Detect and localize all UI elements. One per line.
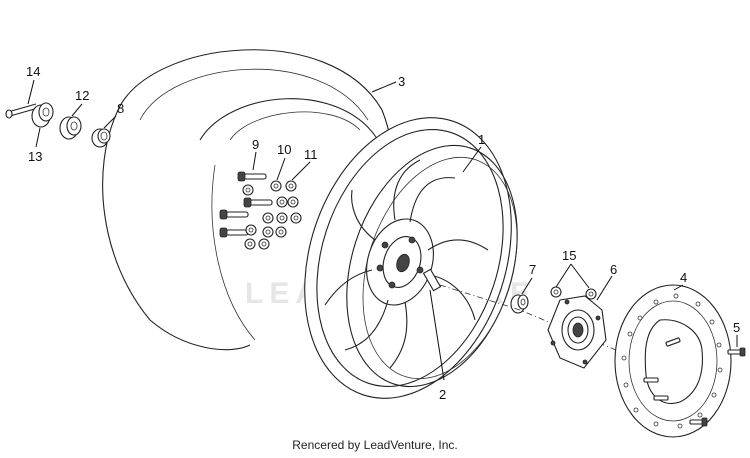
callout-14: 14 bbox=[26, 64, 40, 79]
bolt bbox=[243, 197, 273, 208]
disc-bolt bbox=[653, 395, 669, 401]
spacer bbox=[91, 128, 111, 148]
disc-bolts bbox=[643, 337, 746, 427]
disc-bolt bbox=[665, 337, 681, 347]
axle-parts bbox=[5, 102, 111, 148]
callout-12: 12 bbox=[75, 88, 89, 103]
callout-3: 3 bbox=[398, 74, 405, 89]
hub-spacer bbox=[510, 294, 529, 314]
callout-10: 10 bbox=[277, 142, 291, 157]
callout-8: 8 bbox=[117, 101, 124, 116]
leader-lines bbox=[27, 79, 738, 381]
bolt bbox=[219, 227, 249, 238]
callout-13: 13 bbox=[28, 149, 42, 164]
castle-nut bbox=[31, 102, 54, 128]
callout-1: 1 bbox=[478, 132, 485, 147]
disc-bolt bbox=[727, 347, 746, 357]
brake-disc bbox=[614, 284, 732, 438]
callout-11: 11 bbox=[304, 147, 318, 162]
callout-2: 2 bbox=[439, 387, 446, 402]
wheel-rim bbox=[304, 117, 518, 399]
bolt bbox=[219, 209, 249, 220]
callout-7: 7 bbox=[529, 262, 536, 277]
credit-text: Rencered by LeadVenture, Inc. bbox=[292, 438, 458, 452]
sprocket-hub bbox=[547, 286, 607, 369]
disc-bolt bbox=[643, 377, 659, 383]
callout-4: 4 bbox=[680, 270, 687, 285]
callout-labels: 1 2 3 4 5 6 7 8 9 10 11 12 13 14 15 bbox=[26, 64, 740, 402]
callout-9: 9 bbox=[252, 137, 259, 152]
bearing bbox=[59, 116, 82, 140]
lug-bolts bbox=[219, 171, 302, 250]
callout-6: 6 bbox=[610, 262, 617, 277]
callout-15: 15 bbox=[562, 248, 576, 263]
callout-5: 5 bbox=[733, 320, 740, 335]
disc-bolt bbox=[689, 417, 708, 427]
bolt bbox=[237, 171, 267, 182]
